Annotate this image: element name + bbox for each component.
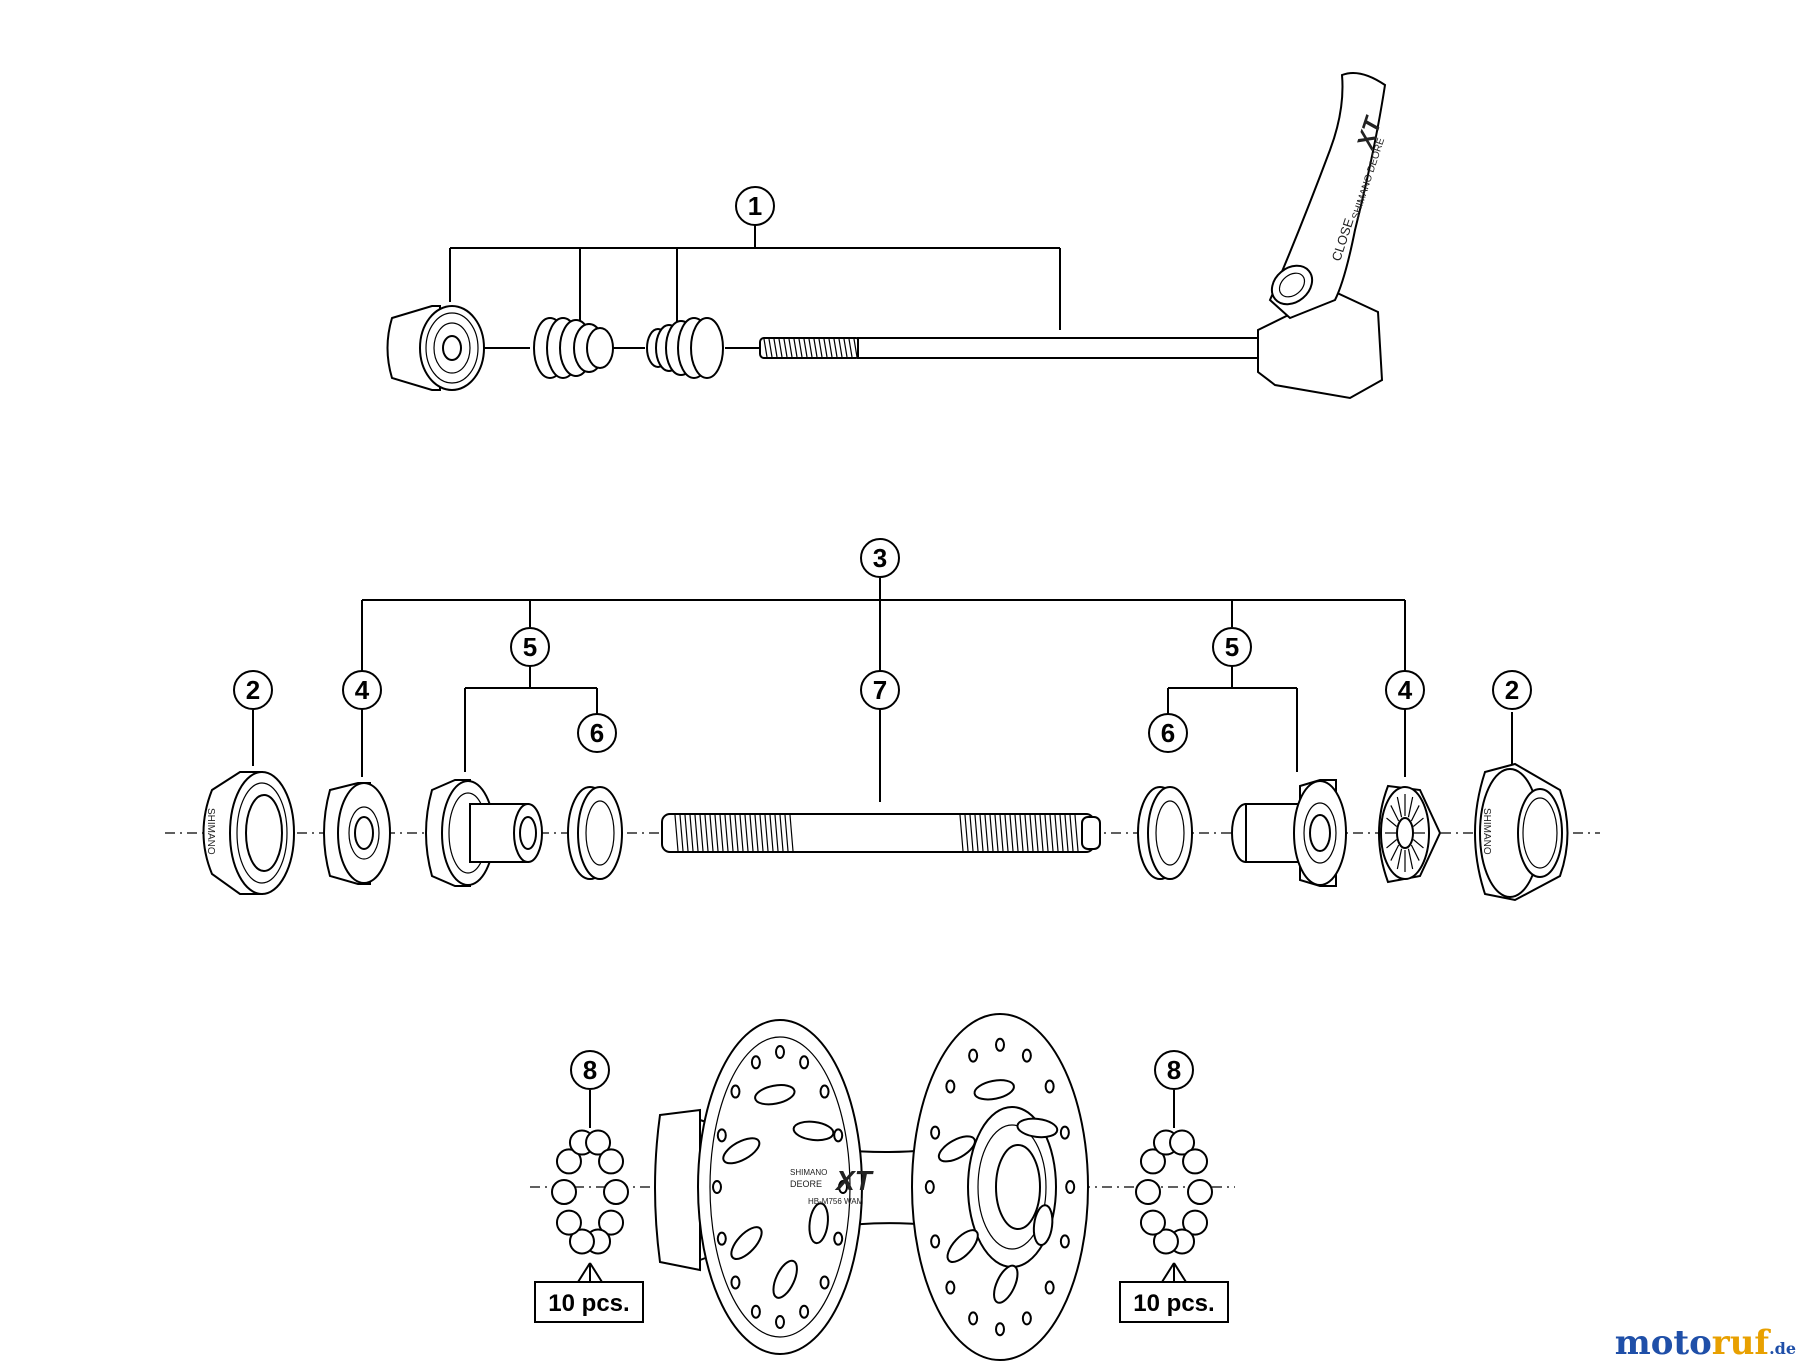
bracket-1 (449, 225, 1061, 330)
svg-text:1: 1 (748, 191, 762, 221)
dust-cap-right: SHIMANO (1474, 762, 1569, 902)
watermark-logo: motoruf.de (1614, 1323, 1796, 1363)
bearing-ball (1182, 1209, 1209, 1236)
bearing-ball (603, 1179, 629, 1205)
bearing-ball (1135, 1179, 1161, 1205)
bearing-ball (598, 1148, 625, 1175)
spring-1 (533, 317, 614, 379)
callout-5-left: 5 (510, 627, 550, 667)
cone-left (425, 779, 543, 887)
callout-5-right: 5 (1212, 627, 1252, 667)
hub-model-label: XT (834, 1165, 875, 1196)
svg-text:2: 2 (246, 675, 260, 705)
hub-body-assembly: SHIMANO DEORE XT HB-M756 WAM 8 8 10 pcs.… (530, 1013, 1235, 1361)
quantity-label-right: 10 pcs. (1119, 1281, 1229, 1323)
svg-text:5: 5 (1225, 632, 1239, 662)
callout-8-left: 8 (570, 1050, 610, 1090)
adjusting-nut (386, 305, 485, 391)
svg-text:10 pcs.: 10 pcs. (548, 1290, 629, 1317)
quantity-label-left: 10 pcs. (534, 1281, 644, 1323)
lock-washer-right (1378, 784, 1442, 884)
bearing-ball (1169, 1129, 1196, 1156)
callout-2-right: 2 (1492, 670, 1532, 710)
svg-text:6: 6 (590, 718, 604, 748)
bearing-ball (585, 1129, 612, 1156)
bearing-balls-left (551, 1129, 629, 1255)
callout-2-left: 2 (233, 670, 273, 710)
svg-text:4: 4 (355, 675, 370, 705)
bearing-ball (1187, 1179, 1213, 1205)
hub-brand-label: SHIMANO (790, 1168, 827, 1177)
callout-6-right: 6 (1148, 713, 1188, 753)
bearing-ball (551, 1179, 577, 1205)
svg-text:5: 5 (523, 632, 537, 662)
bearing-balls-right (1135, 1129, 1213, 1255)
skewer-rod (759, 337, 1259, 359)
bearing-ball (568, 1228, 595, 1255)
callout-3: 3 (860, 538, 900, 578)
bearing-ball (555, 1209, 582, 1236)
quick-release-lever: CLOSE SHIMANO DEORE XT (1257, 72, 1388, 400)
callout-1: 1 (735, 186, 775, 226)
bracket-5-right (1167, 666, 1298, 772)
svg-text:7: 7 (873, 675, 887, 705)
cone-brand-left: SHIMANO (205, 808, 216, 855)
hub-series-label: DEORE (790, 1179, 822, 1189)
svg-text:8: 8 (583, 1055, 597, 1085)
bearing-ball (1152, 1228, 1179, 1255)
callout-8-right: 8 (1154, 1050, 1194, 1090)
svg-text:8: 8 (1167, 1055, 1181, 1085)
hub-code-label: HB-M756 WAM (808, 1197, 864, 1206)
dust-cap-left: SHIMANO (202, 771, 295, 895)
callout-6-left: 6 (577, 713, 617, 753)
bearing-ball (1139, 1209, 1166, 1236)
bearing-ball (598, 1209, 625, 1236)
bearing-ball (1139, 1148, 1166, 1175)
seal-right (1137, 786, 1193, 880)
lock-nut-left (323, 782, 391, 885)
seal-left (567, 786, 623, 880)
callout-4-left: 4 (342, 670, 382, 710)
svg-text:10 pcs.: 10 pcs. (1133, 1290, 1214, 1317)
svg-text:4: 4 (1398, 675, 1413, 705)
axle (661, 813, 1101, 853)
bearing-ball (1182, 1148, 1209, 1175)
bearing-ball (555, 1148, 582, 1175)
svg-text:3: 3 (873, 543, 887, 573)
quick-release-assembly: CLOSE SHIMANO DEORE XT 1 (386, 72, 1388, 400)
cone-brand-right: SHIMANO (1481, 808, 1492, 855)
callout-4-right: 4 (1385, 670, 1425, 710)
bracket-5-left (464, 666, 598, 772)
callout-7: 7 (860, 670, 900, 710)
hub-axle-assembly: SHIMANO (165, 538, 1600, 902)
spring-2 (646, 317, 724, 379)
svg-text:6: 6 (1161, 718, 1175, 748)
svg-text:2: 2 (1505, 675, 1519, 705)
hub-shell: SHIMANO DEORE XT HB-M756 WAM (654, 1013, 1089, 1361)
cone-right (1231, 779, 1347, 887)
